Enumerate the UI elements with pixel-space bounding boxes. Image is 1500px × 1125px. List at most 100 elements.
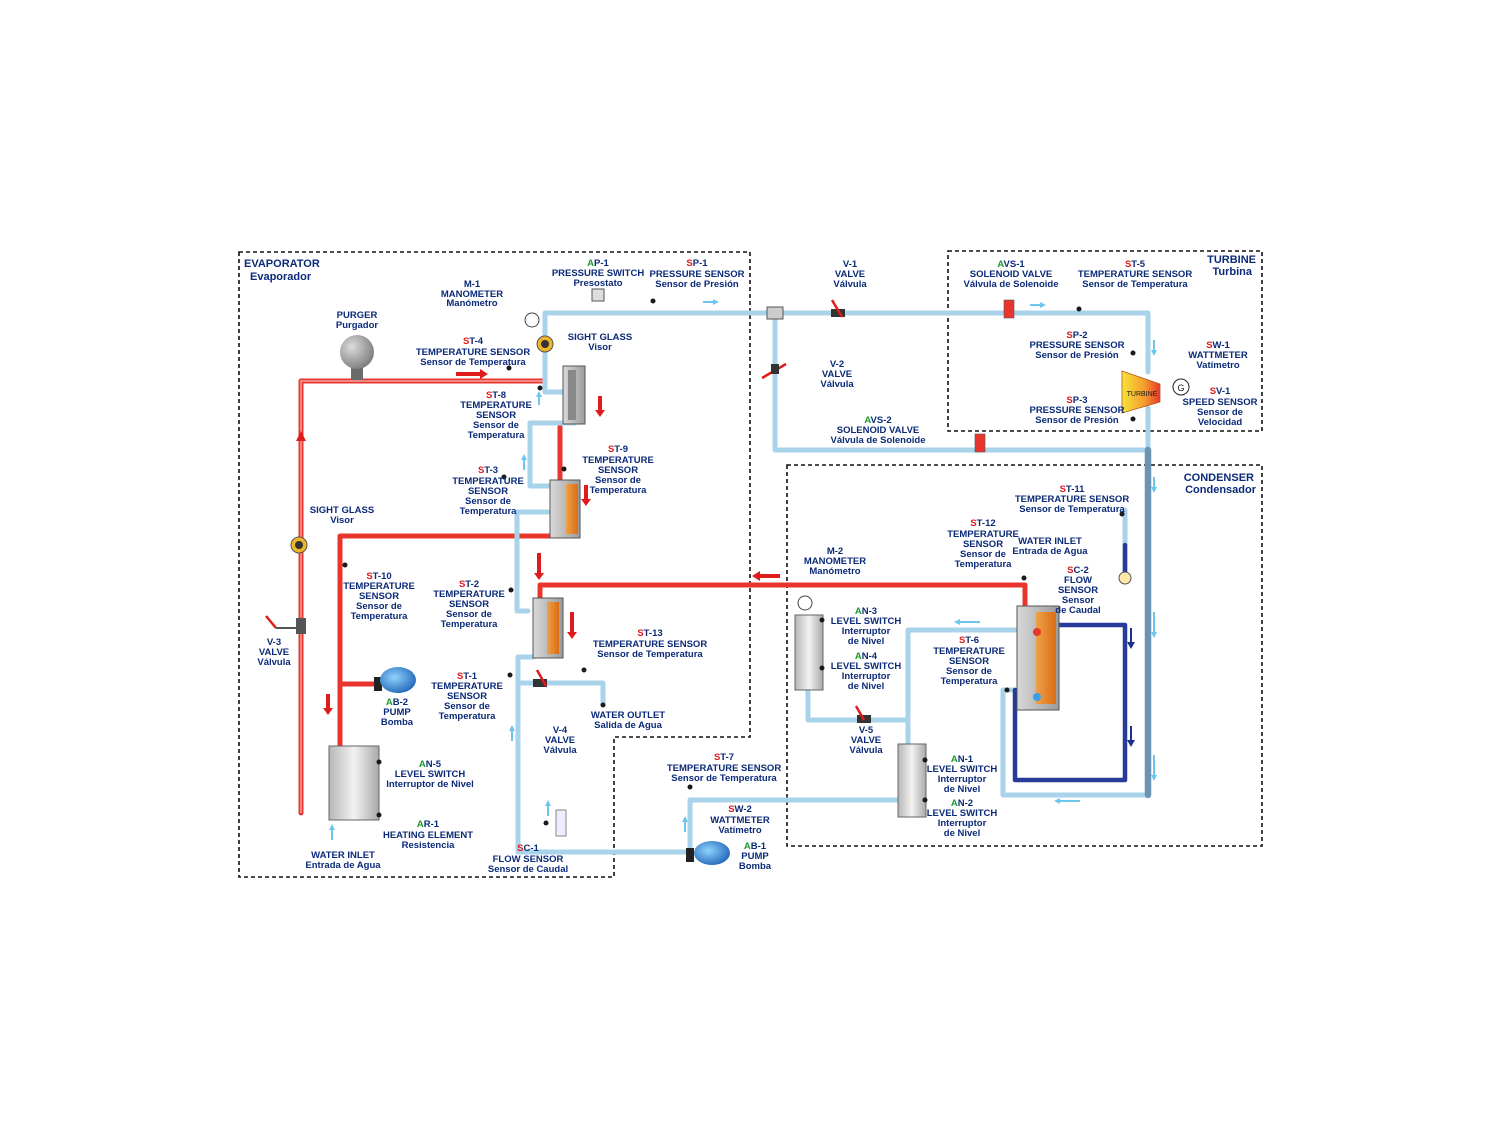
- purger-line2: Purgador: [336, 320, 379, 331]
- m1-code: M-1: [464, 279, 481, 290]
- st1-line1: TEMPERATURE: [431, 681, 503, 692]
- st2-line3: Sensor de: [446, 609, 492, 620]
- st6-line4: Temperatura: [941, 676, 999, 687]
- an4-line2: Interruptor: [842, 671, 891, 682]
- st2-code: ST-2: [459, 579, 479, 590]
- st3-code: ST-3: [478, 465, 498, 476]
- sp1-line2: Sensor de Presión: [655, 279, 739, 290]
- an1-line1: LEVEL SWITCH: [927, 764, 998, 775]
- manometer-m2: [797, 595, 813, 611]
- solenoid-valve-avs2: [974, 433, 986, 453]
- an3-code: AN-3: [855, 606, 877, 617]
- st13-line2: Sensor de Temperatura: [597, 649, 703, 660]
- st12-line2: SENSOR: [963, 539, 1003, 550]
- st7-line1: TEMPERATURE SENSOR: [667, 763, 782, 774]
- wi1-line1: WATER INLET: [311, 850, 375, 861]
- v2-line2: Válvula: [820, 379, 854, 390]
- valve-v5: [854, 705, 871, 723]
- m2-line2: Manómetro: [809, 566, 860, 577]
- turbine-subtitle: Turbina: [1212, 266, 1252, 278]
- turbine-unit: TURBINE G: [1121, 370, 1190, 414]
- an4-code: AN-4: [855, 651, 878, 662]
- v1-code: V-1: [843, 259, 858, 270]
- sv1-line1: SPEED SENSOR: [1183, 397, 1258, 408]
- m1-line1: MANOMETER: [441, 289, 503, 300]
- sp3-code: SP-3: [1066, 395, 1087, 406]
- st13-code: ST-13: [637, 628, 662, 639]
- v3-line1: VALVE: [259, 647, 289, 658]
- sensor-points: [342, 298, 1136, 826]
- ap1-line2: Presostato: [573, 278, 622, 289]
- m2-line1: MANOMETER: [804, 556, 866, 567]
- st9-line2: SENSOR: [598, 465, 638, 476]
- evaporator-subtitle: Evaporador: [250, 271, 312, 283]
- st6-line3: Sensor de: [946, 666, 992, 677]
- pump-ab2: [374, 667, 416, 693]
- sw1-line2: Vatímetro: [1196, 360, 1239, 371]
- st6-code: ST-6: [959, 635, 979, 646]
- wi2-line2: Entrada de Agua: [1012, 546, 1088, 557]
- st5-code: ST-5: [1125, 259, 1146, 270]
- st10-line1: TEMPERATURE: [343, 581, 415, 592]
- an2-code: AN-2: [951, 798, 973, 809]
- sp3-line2: Sensor de Presión: [1035, 415, 1119, 426]
- v5-line1: VALVE: [851, 735, 881, 746]
- st8-line1: TEMPERATURE: [460, 400, 532, 411]
- ap1-code: AP-1: [587, 258, 609, 269]
- sp2-line1: PRESSURE SENSOR: [1029, 340, 1124, 351]
- m1-line2: Manómetro: [446, 298, 497, 309]
- st9-line3: Sensor de: [595, 475, 641, 486]
- st5-line1: TEMPERATURE SENSOR: [1078, 269, 1193, 280]
- v1-line1: VALVE: [835, 269, 865, 280]
- condenser-title: CONDENSER: [1184, 472, 1254, 484]
- m2-code: M-2: [827, 546, 843, 557]
- st8-line4: Temperatura: [468, 430, 526, 441]
- st2-line2: SENSOR: [449, 599, 489, 610]
- v4-code: V-4: [553, 725, 568, 736]
- st9-line4: Temperatura: [590, 485, 648, 496]
- st3-line3: Sensor de: [465, 496, 511, 507]
- st7-code: ST-7: [714, 752, 734, 763]
- avs2-line2: Válvula de Solenoide: [830, 435, 925, 446]
- an2-line2: Interruptor: [938, 818, 987, 829]
- an1-line2: Interruptor: [938, 774, 987, 785]
- st1-line2: SENSOR: [447, 691, 487, 702]
- avs2-line1: SOLENOID VALVE: [837, 425, 920, 436]
- sw2-line2: Vatímetro: [718, 825, 761, 836]
- sp3-line1: PRESSURE SENSOR: [1029, 405, 1124, 416]
- flow-sensor-sc1: [555, 809, 567, 837]
- an4-line1: LEVEL SWITCH: [831, 661, 902, 672]
- st2-line4: Temperatura: [441, 619, 499, 630]
- ab2-line1: PUMP: [383, 707, 411, 718]
- avs2-code: AVS-2: [864, 415, 891, 426]
- tee-junction: [766, 306, 784, 320]
- an2-line3: de Nivel: [944, 828, 980, 839]
- sp1-code: SP-1: [686, 258, 708, 269]
- sw2-line1: WATTMETER: [710, 815, 770, 826]
- sight-glass-top: [536, 335, 554, 353]
- purger-line1: PURGER: [337, 310, 378, 321]
- an2-line1: LEVEL SWITCH: [927, 808, 998, 819]
- sc1-code: SC-1: [517, 843, 539, 854]
- st11-code: ST-11: [1060, 484, 1086, 495]
- an5-code: AN-5: [419, 759, 442, 770]
- ab1-line1: PUMP: [741, 851, 769, 862]
- evaporator-region: [238, 251, 751, 878]
- ab2-line2: Bomba: [381, 717, 414, 728]
- v3-line2: Válvula: [257, 657, 291, 668]
- v2-code: V-2: [830, 359, 844, 370]
- st4-line2: Sensor de Temperatura: [420, 357, 526, 368]
- st3-line1: TEMPERATURE: [452, 476, 524, 487]
- ar1-code: AR-1: [417, 819, 440, 830]
- ap1-line1: PRESSURE SWITCH: [552, 268, 645, 279]
- v2-line1: VALVE: [822, 369, 852, 380]
- sc2-line4: de Caudal: [1055, 605, 1100, 616]
- v1-line2: Válvula: [833, 279, 867, 290]
- st7-line2: Sensor de Temperatura: [671, 773, 777, 784]
- sw1-line1: WATTMETER: [1188, 350, 1248, 361]
- st11-line1: TEMPERATURE SENSOR: [1015, 494, 1130, 505]
- sv1-code: SV-1: [1210, 386, 1231, 397]
- heat-exchanger-st3: [549, 479, 581, 539]
- st5-line2: Sensor de Temperatura: [1082, 279, 1188, 290]
